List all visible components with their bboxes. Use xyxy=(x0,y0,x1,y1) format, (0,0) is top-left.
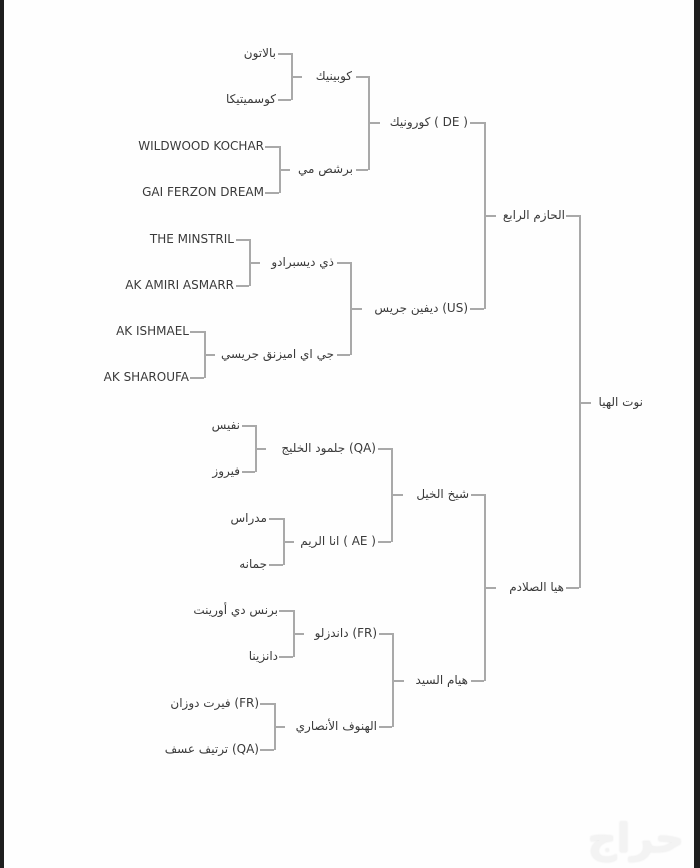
r16-entry: AK AMIRI ASMARR xyxy=(125,278,234,292)
connector-line xyxy=(378,448,391,450)
connector-line xyxy=(274,726,285,728)
qf-entry: هيام السيد xyxy=(415,673,468,687)
connector-line xyxy=(236,239,249,241)
connector-line xyxy=(236,285,249,287)
connector-line xyxy=(356,169,368,171)
connector-line xyxy=(337,262,350,264)
r16-entry: فيرت دوزان (FR) xyxy=(170,696,259,710)
r16-entry: AK ISHMAEL xyxy=(116,324,189,338)
connector-line xyxy=(190,377,204,379)
r16-entry: ترتيف عسف (QA) xyxy=(164,742,259,756)
r16-entry: AK SHAROUFA xyxy=(103,370,189,384)
r16-entry: مدراس xyxy=(230,511,267,525)
connector-line xyxy=(291,76,302,78)
connector-line xyxy=(579,402,591,404)
connector-line xyxy=(566,215,579,217)
r16-entry: فيروز xyxy=(212,464,240,478)
r16-entry: GAI FERZON DREAM xyxy=(142,185,264,199)
connector-line xyxy=(269,518,283,520)
r16-entry: بالاتون xyxy=(243,46,276,60)
connector-line xyxy=(265,146,279,148)
connector-line xyxy=(392,680,404,682)
connector-line xyxy=(368,122,380,124)
r16-entry: نفيس xyxy=(211,418,240,432)
connector-line xyxy=(378,541,391,543)
r8-entry: جلمود الخليج (QA) xyxy=(281,441,376,455)
connector-line xyxy=(204,354,215,356)
connector-line xyxy=(379,726,392,728)
connector-line xyxy=(337,354,350,356)
connector-line xyxy=(470,308,484,310)
haraj-watermark: حراج xyxy=(587,816,684,862)
r16-entry: دانزينا xyxy=(248,649,278,663)
connector-line xyxy=(484,587,496,589)
connector-line xyxy=(471,494,484,496)
final-winner: نوت الهيا xyxy=(598,395,643,409)
connector-line xyxy=(279,610,293,612)
connector-line xyxy=(566,587,579,589)
qf-entry: شيخ الخيل xyxy=(416,487,469,501)
r16-entry: THE MINSTRIL xyxy=(149,232,234,246)
r8-entry: جي اي اميزنق جريسي xyxy=(220,347,334,361)
qf-entry: ديفين جريس (US) xyxy=(374,301,468,315)
connector-line xyxy=(269,564,283,566)
r16-entry: جمانه xyxy=(239,557,267,571)
connector-line xyxy=(265,192,279,194)
connector-line xyxy=(471,680,484,682)
r16-entry: WILDWOOD KOCHAR xyxy=(138,139,264,153)
r16-entry: برنس دي أورينت xyxy=(193,603,278,617)
r8-entry: الهنوف الأنصاري xyxy=(295,719,377,733)
sf-entry: هيا الصلادم xyxy=(509,580,564,594)
r8-entry: برشص مي xyxy=(298,162,353,176)
connector-line xyxy=(350,308,362,310)
connector-line xyxy=(278,53,291,55)
connector-line xyxy=(283,541,294,543)
qf-entry: كورونيك ( DE ) xyxy=(389,115,468,129)
connector-line xyxy=(260,703,274,705)
r8-entry: انا الريم ( AE ) xyxy=(300,534,376,548)
bracket-page: بالاتون كوسميتيكا WILDWOOD KOCHAR GAI FE… xyxy=(4,0,694,868)
connector-line xyxy=(260,749,274,751)
connector-line xyxy=(391,494,403,496)
connector-line xyxy=(242,425,255,427)
connector-line xyxy=(255,448,266,450)
connector-line xyxy=(379,633,392,635)
connector-line xyxy=(293,633,304,635)
connector-line xyxy=(278,99,291,101)
connector-line xyxy=(470,122,484,124)
connector-line xyxy=(249,262,260,264)
connector-line xyxy=(484,215,496,217)
sf-entry: الحازم الرابع xyxy=(502,208,565,222)
r8-entry: كوبينيك xyxy=(315,69,352,83)
r8-entry: داندزلو (FR) xyxy=(314,626,377,640)
connector-line xyxy=(579,215,581,588)
connector-line xyxy=(279,169,290,171)
r8-entry: ذي ديسبرادو xyxy=(271,255,334,269)
connector-line xyxy=(190,331,204,333)
connector-line xyxy=(279,656,293,658)
connector-line xyxy=(356,76,368,78)
r16-entry: كوسميتيكا xyxy=(225,92,276,106)
connector-line xyxy=(242,471,255,473)
